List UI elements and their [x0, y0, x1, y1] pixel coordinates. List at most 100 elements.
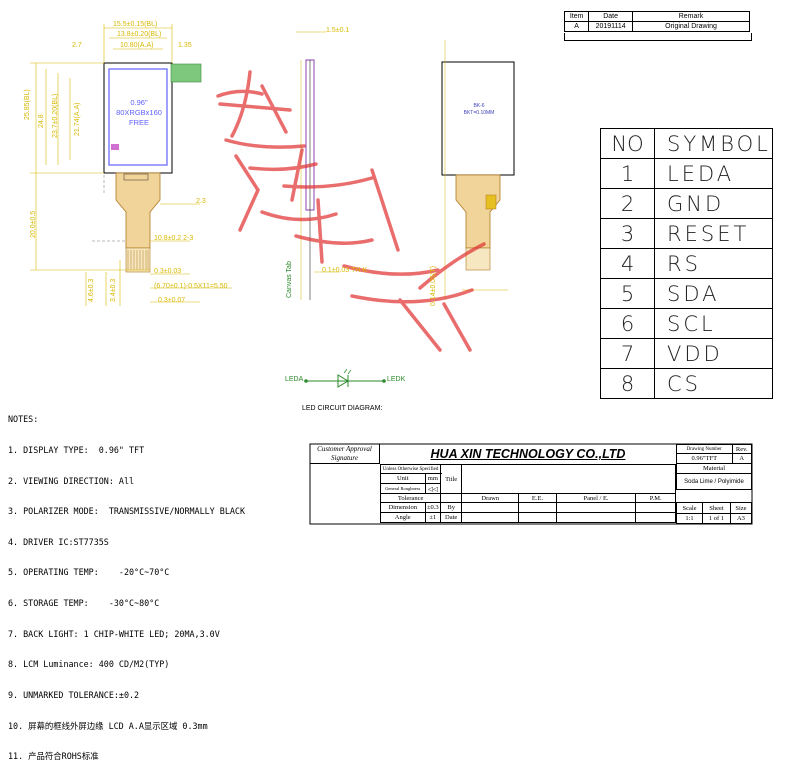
date-label: Date [440, 512, 463, 523]
title-value [461, 464, 676, 494]
note-item: 5. OPERATING TEMP: -20°C~70°C [8, 567, 170, 578]
side-dim-4: Canvas Tab [286, 261, 293, 298]
dim-right-1: 2.3 [196, 198, 206, 205]
dim-top-1: 15.5±0.15(BL) [113, 21, 158, 28]
rev-value: A [731, 453, 752, 464]
pin-symbol: VDD [654, 338, 773, 369]
note-item: 11. 产品符合ROHS标准 [8, 751, 99, 762]
pin-symbol: GND [654, 188, 773, 219]
drawing-number-label: Drawing Number [676, 444, 733, 454]
back-label-1: BK-6 [473, 103, 485, 109]
pin-no: 8 [600, 368, 655, 399]
dim-bottom-1: 20.0±0.5 [30, 210, 37, 238]
pin1-marker [111, 144, 119, 150]
customer-approval-label: Customer Approval [317, 445, 372, 453]
dimension-label: Dimension [380, 502, 426, 513]
title-block-frame [309, 443, 753, 525]
note-item: 7. BACK LIGHT: 1 CHIP-WHITE LED; 20MA,3.… [8, 628, 220, 639]
note-item: 6. STORAGE TEMP: -30°C~80°C [8, 598, 160, 609]
revision-table: Item Date Remark A 20191114 Original Dra… [563, 11, 750, 32]
note-item: 9. UNMARKED TOLERANCE:±0.2 [8, 689, 140, 700]
pin-header-no: NO [600, 128, 655, 159]
back-label: BK-6 BKT=0.10MM [462, 103, 496, 117]
rev-header-item: Item [563, 11, 590, 22]
dim-right-4: (6.70±0.1)-0.5X11=5.50 [154, 283, 228, 290]
drawing-canvas [30, 24, 753, 525]
dim-top-4: 1.35 [178, 42, 192, 49]
angle-label: Angle [380, 512, 426, 523]
pin-symbol: RESET [654, 218, 773, 249]
dim-top-3: 10.80(A.A) [120, 42, 154, 49]
by-label: By [440, 502, 463, 513]
dim-bottom-2: 4.6±0.3 [88, 278, 95, 302]
roughness-label: General Roughness [380, 483, 426, 494]
company-name: HUA XIN TECHNOLOGY CO.,LTD [380, 444, 676, 465]
dim-top-5: 2.7 [72, 42, 82, 49]
front-view [30, 24, 232, 306]
unless-label: Unless Otherwise Specified [379, 464, 442, 474]
size-value: A3 [729, 513, 753, 524]
dim-right-2: 10.8±0.2 2-3 [154, 235, 194, 242]
pin-no: 2 [600, 188, 655, 219]
note-item: 1. DISPLAY TYPE: 0.96" TFT [8, 445, 145, 456]
drawing-number: 0.96"TFT [676, 453, 733, 464]
notes-block: NOTES: 1. DISPLAY TYPE: 0.96" TFT 2. VIE… [8, 394, 245, 772]
dimension-tol: ±0.3 [424, 502, 442, 513]
pm-label: P.M. [635, 493, 676, 503]
material-label: Material [676, 463, 752, 474]
sheet-value: 1 of 1 [702, 513, 731, 524]
screen-resolution: 80XRGBx160 [116, 108, 162, 117]
ee-label: E.E. [518, 493, 557, 503]
side-dim-1: 1.5±0.1 [326, 27, 350, 34]
dim-right-5: 0.3±0.07 [158, 297, 186, 304]
led-circuit-leda: LEDA [285, 376, 304, 383]
pin-symbol: SCL [654, 308, 773, 339]
fpc-tab-green [170, 63, 202, 83]
pin-symbol: RS [654, 248, 773, 279]
angle-tol: ±1 [424, 512, 442, 523]
notes-title: NOTES: [8, 414, 39, 425]
unit-value: mm [424, 473, 442, 484]
pin-no: 1 [600, 158, 655, 189]
side-view [296, 31, 340, 300]
sheet-label: Sheet [702, 502, 731, 514]
size-label: Size [729, 502, 753, 514]
tolerance-label: Tolerance [379, 493, 442, 503]
screen-free: FREE [128, 118, 149, 127]
dim-right-3: 0.3±0.03 [154, 268, 182, 275]
customer-approval-box: Customer Approval Signature [310, 444, 380, 464]
signature-label: Signature [331, 454, 358, 462]
panel-e-label: Panel / E. [555, 493, 637, 503]
pin-header-symbol: SYMBOL [654, 128, 773, 159]
rev-empty-row [564, 33, 752, 41]
note-item: 10. 屏幕的框线外屏边缘 LCD A.A显示区域 0.3mm [8, 720, 208, 731]
led-circuit [304, 368, 386, 388]
dim-left-4: 21.74(A.A) [74, 102, 81, 136]
side-dim-2: 0.1±0.03 TH-K [322, 267, 368, 274]
side-dim-3: 0.14±0.05(T) [430, 265, 437, 306]
rev-remark: Original Drawing [632, 21, 750, 32]
screen-size: 0.96" [130, 98, 148, 107]
pin-header-row: NO SYMBOL [600, 128, 773, 159]
note-item: 3. POLARIZER MODE: TRANSMISSIVE/NORMALLY… [8, 506, 245, 517]
pin-no: 6 [600, 308, 655, 339]
pin-no: 4 [600, 248, 655, 279]
dim-top-2: 13.8±0.20(BL) [117, 31, 162, 38]
unit-label: Unit [380, 473, 426, 484]
back-label-2: BKT=0.10MM [463, 110, 495, 116]
dim-left-1: 25.85(BL) [24, 89, 31, 120]
pin-symbol: CS [654, 368, 773, 399]
note-item: 4. DRIVER IC:ST7735S [8, 536, 109, 547]
rev-header-remark: Remark [632, 11, 750, 22]
pin-no: 7 [600, 338, 655, 369]
back-view [441, 40, 515, 300]
